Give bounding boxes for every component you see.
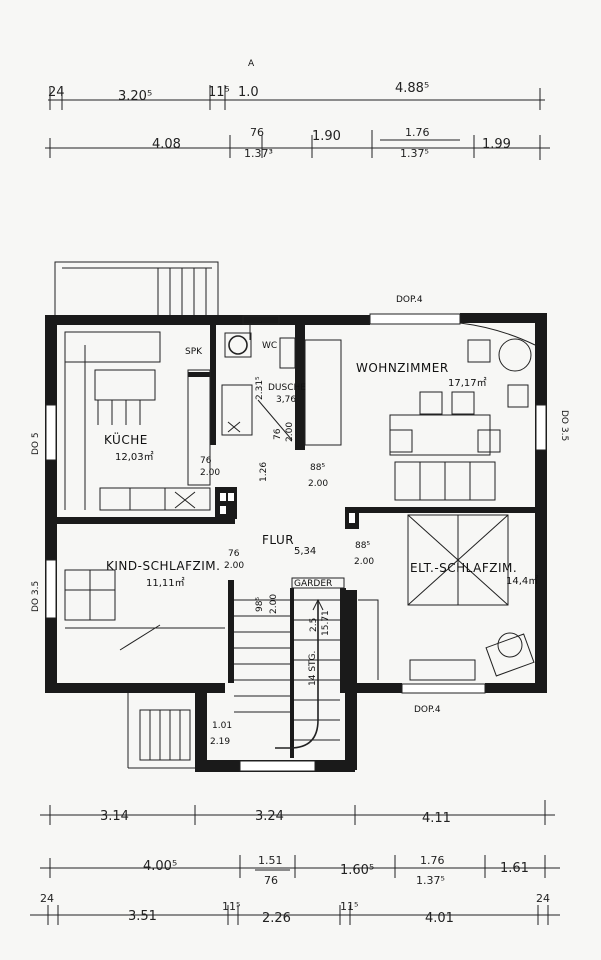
bottom2-dim-1: 4.00⁵ [143, 859, 177, 874]
top-dim-1: 24 [48, 85, 65, 100]
window-left-upper-label: DO 5 [31, 432, 41, 455]
top2-dim-3: 1.37³ [244, 147, 273, 160]
top-dim-mark: A [248, 59, 255, 69]
hall-area: 5,34 [294, 546, 316, 557]
hall-door-arcs [242, 315, 280, 340]
bottom2-dim-4: 1.60⁵ [340, 863, 374, 878]
stairs [234, 577, 345, 749]
hall-label: FLUR [262, 533, 294, 547]
living-room-label: WOHNZIMMER [356, 361, 449, 375]
kitchen-area: 12,03㎡ [115, 451, 154, 463]
window-right-label: DO 3.5 [559, 410, 569, 441]
kitchen-door-d2: 2.00 [200, 468, 220, 478]
bottom3-dim-5: 11⁵ [340, 900, 358, 913]
kitchen-door-d1: 76 [200, 456, 212, 466]
hall-dim-2: 88⁵ [310, 463, 325, 473]
bottom3-dim-2: 3.51 [128, 909, 157, 924]
top2-dim-1: 4.08 [152, 137, 181, 152]
entry-dim-2: 2.19 [210, 737, 230, 747]
kitchen-furniture [64, 331, 211, 511]
shower-label: DUSCHE [268, 383, 306, 393]
top2-dim-6: 1.37⁵ [400, 147, 429, 160]
parents-room-furniture [358, 514, 535, 681]
bottom3-dim-4: 2.26 [262, 911, 291, 926]
top2-dim-7: 1.99 [482, 137, 511, 152]
top-dim-5: 4.88⁵ [395, 81, 429, 96]
hall-dim-3: 2.00 [308, 479, 328, 489]
top2-dim-2: 76 [250, 126, 264, 139]
window-top-label: DOP.4 [396, 295, 423, 305]
window-bottom-label: DOP.4 [414, 705, 441, 715]
exterior-walls [45, 313, 547, 772]
bottom2-dim-2: 1.51 [258, 854, 283, 867]
hall-dim-1: 1.26 [259, 462, 269, 482]
shower-dim-3: 2.00 [285, 422, 295, 442]
top-dim-4: 1.0 [238, 85, 259, 100]
kid-room-furniture [64, 569, 225, 651]
shower-dim-1: 2.31⁵ [255, 376, 265, 400]
balcony [54, 261, 219, 318]
top-dim-2: 3.20⁵ [118, 89, 152, 104]
stair-dim-4: 2.00 [269, 594, 279, 614]
bottom3-dim-3: 11⁵ [222, 900, 240, 913]
bottom-dimension-lines [30, 800, 560, 925]
bottom2-dim-6: 1.37⁵ [416, 874, 445, 887]
living-room-area: 17,17㎡ [448, 377, 487, 389]
pantry-label: SPK [185, 347, 203, 357]
bottom-dim-2: 3.24 [255, 809, 284, 824]
shower-dim-2: 76 [273, 428, 283, 440]
parents-room-label: ELT.-SCHLAFZIM. [410, 561, 517, 575]
kitchen-label: KÜCHE [104, 431, 148, 447]
stair-dim-2: 15.71 [321, 610, 331, 636]
bottom2-dim-5: 1.76 [420, 854, 445, 867]
stair-dim-1: 2.5 [309, 618, 319, 632]
bottom3-dim-7: 24 [536, 892, 550, 905]
shower-area: 3,76 [276, 395, 296, 405]
bottom3-dim-1: 24 [40, 892, 54, 905]
bottom2-dim-7: 1.61 [500, 861, 529, 876]
stair-dim-3: 98⁵ [255, 597, 265, 612]
top-dim-3: 11⁵ [208, 85, 230, 100]
kid-room-label: KIND-SCHLAFZIM. [106, 559, 220, 573]
bathroom-fixtures [221, 332, 296, 441]
bottom-dim-1: 3.14 [100, 809, 129, 824]
top2-dim-5: 1.76 [405, 126, 430, 139]
entry-porch [127, 693, 195, 769]
kid-door-d2: 2.00 [224, 561, 244, 571]
bottom3-dim-6: 4.01 [425, 911, 454, 926]
bottom-dim-3: 4.11 [422, 811, 451, 826]
bottom2-dim-3: 76 [264, 874, 278, 887]
wc-label: WC [262, 341, 277, 351]
stair-steps: 14 STG. [308, 651, 318, 686]
parents-room-area: 14,4㎡ [506, 575, 538, 587]
top2-dim-4: 1.90 [312, 129, 341, 144]
kid-room-area: 11,11㎡ [146, 577, 185, 589]
wardrobe-label: GARDER [294, 579, 332, 589]
window-left-lower-label: DO 3.5 [31, 581, 41, 612]
entry-dim-1: 1.01 [212, 721, 232, 731]
interior-walls [55, 325, 535, 758]
living-room-furniture [304, 322, 536, 501]
top-dimension-lines [45, 85, 550, 160]
hall-dim-4: 88⁵ [355, 541, 370, 551]
hall-dim-5: 2.00 [354, 557, 374, 567]
kid-door-d1: 76 [228, 549, 240, 559]
